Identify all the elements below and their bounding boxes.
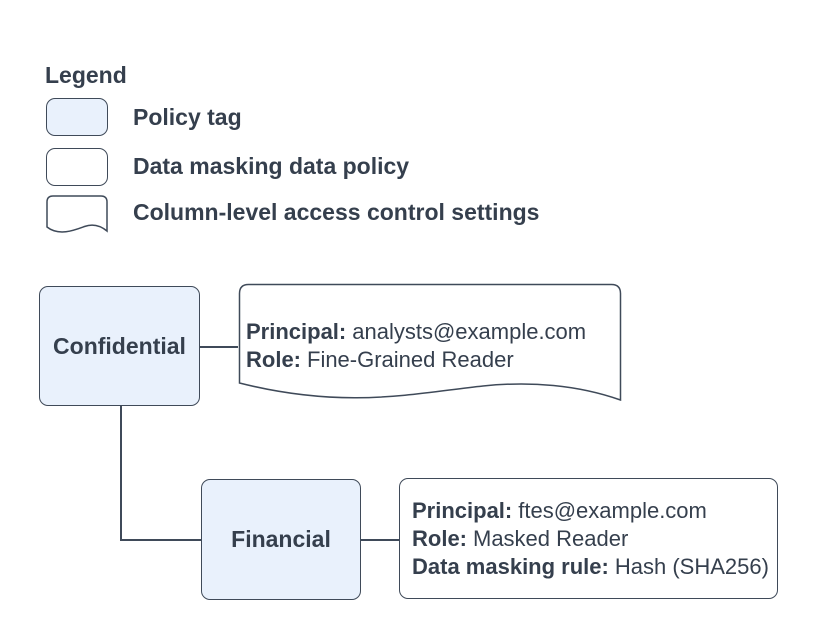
node-financial: Financial [201,479,361,600]
document-shape [238,283,622,402]
document-shape-icon [46,195,108,233]
role-line: Role:Masked Reader [412,525,777,553]
legend-item-policy-tag: Policy tag [133,104,242,130]
role-value: Masked Reader [473,525,629,551]
principal-line: Principal:ftes@example.com [412,497,777,525]
policy-tag-swatch [46,98,108,136]
connector-confidential-to-financial-vertical [120,406,122,540]
role-label: Role: [412,525,467,551]
legend-item-data-masking-policy: Data masking data policy [133,153,410,179]
data-masking-policy-swatch [46,148,108,186]
legend-title: Legend [45,62,127,88]
masking-rule-value: Hash (SHA256) [614,553,769,579]
connector-financial-to-policy [361,539,399,541]
principal-label: Principal: [412,497,513,523]
principal-value: ftes@example.com [518,497,707,523]
column-access-swatch [46,195,108,239]
masking-rule-line: Data masking rule:Hash (SHA256) [412,553,777,581]
connector-confidential-to-financial-horizontal [120,539,201,541]
node-confidential-label: Confidential [53,332,186,359]
node-financial-label: Financial [231,526,331,552]
legend-item-column-access: Column-level access control settings [133,199,540,225]
connector-confidential-to-settings [200,346,238,348]
node-confidential: Confidential [39,286,200,406]
masking-rule-label: Data masking rule: [412,553,609,579]
masking-policy-box: Principal:ftes@example.com Role:Masked R… [399,478,778,599]
column-access-settings-shape [238,283,623,413]
